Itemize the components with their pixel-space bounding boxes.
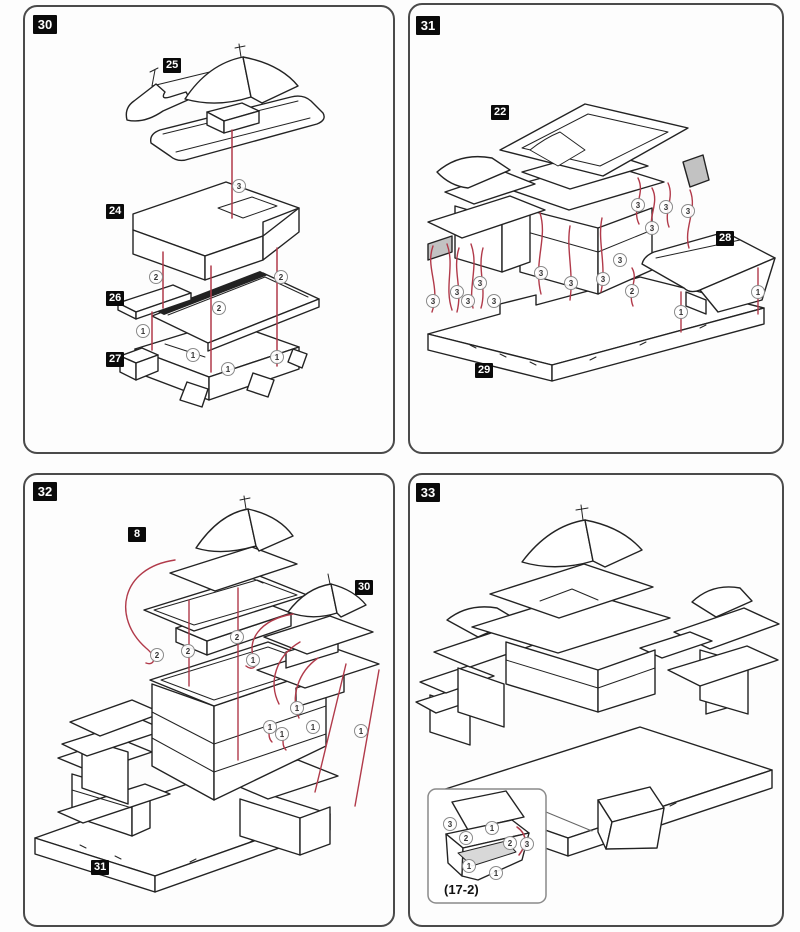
connector-number: 1: [462, 859, 476, 873]
connector-number: 2: [459, 831, 473, 845]
connector-number: 1: [751, 285, 765, 299]
connector-number: 1: [186, 348, 200, 362]
connector-number: 2: [625, 284, 639, 298]
part-badge-24: 24: [106, 204, 125, 219]
connector-number: 1: [275, 727, 289, 741]
connector-number: 2: [150, 648, 164, 662]
step-badge-30: 30: [33, 15, 57, 34]
part-badge-22: 22: [491, 105, 510, 120]
step-badge-32: 32: [33, 482, 57, 501]
part-badge-27: 27: [106, 352, 125, 367]
connector-number: 2: [503, 836, 517, 850]
panel-32-artwork: [34, 495, 380, 893]
part-badge-8: 8: [128, 527, 146, 542]
connector-number: 1: [263, 720, 277, 734]
connector-number: 3: [564, 276, 578, 290]
part-badge-30: 30: [355, 580, 374, 595]
connector-number: 3: [596, 272, 610, 286]
connector-number: 2: [181, 644, 195, 658]
connector-number: 3: [631, 198, 645, 212]
connector-number: 3: [426, 294, 440, 308]
connector-number: 3: [534, 266, 548, 280]
panel-30-artwork: [117, 43, 325, 408]
connector-number: 1: [674, 305, 688, 319]
connector-number: 1: [136, 324, 150, 338]
connector-number: 1: [246, 653, 260, 667]
connector-number: 3: [473, 276, 487, 290]
connector-number: 3: [443, 817, 457, 831]
panel-step-33: [408, 473, 784, 927]
inset-caption: (17-2): [444, 882, 479, 897]
connector-number: 1: [354, 724, 368, 738]
panel-step-32: [23, 473, 395, 927]
step-badge-31: 31: [416, 16, 440, 35]
connector-number: 1: [290, 701, 304, 715]
panel-step-31: [408, 3, 784, 454]
connector-number: 3: [461, 294, 475, 308]
connector-number: 1: [485, 821, 499, 835]
part-badge-31: 31: [91, 860, 110, 875]
connector-number: 1: [489, 866, 503, 880]
connector-number: 1: [221, 362, 235, 376]
connector-number: 3: [487, 294, 501, 308]
panel-31-artwork: [427, 103, 776, 382]
connector-number: 3: [659, 200, 673, 214]
connector-number: 3: [450, 285, 464, 299]
panel-33-artwork: [415, 504, 780, 904]
part-badge-26: 26: [106, 291, 125, 306]
connector-number: 3: [613, 253, 627, 267]
connector-number: 3: [232, 179, 246, 193]
connector-number: 2: [230, 630, 244, 644]
part-badge-28: 28: [716, 231, 735, 246]
step-badge-33: 33: [416, 483, 440, 502]
part-badge-25: 25: [163, 58, 182, 73]
connector-number: 2: [212, 301, 226, 315]
connector-number: 3: [681, 204, 695, 218]
connector-number: 2: [274, 270, 288, 284]
part-badge-29: 29: [475, 363, 494, 378]
connector-number: 1: [270, 350, 284, 364]
connector-number: 3: [520, 837, 534, 851]
panel-step-30: [23, 5, 395, 454]
connector-number: 2: [149, 270, 163, 284]
connector-number: 3: [645, 221, 659, 235]
connector-number: 1: [306, 720, 320, 734]
